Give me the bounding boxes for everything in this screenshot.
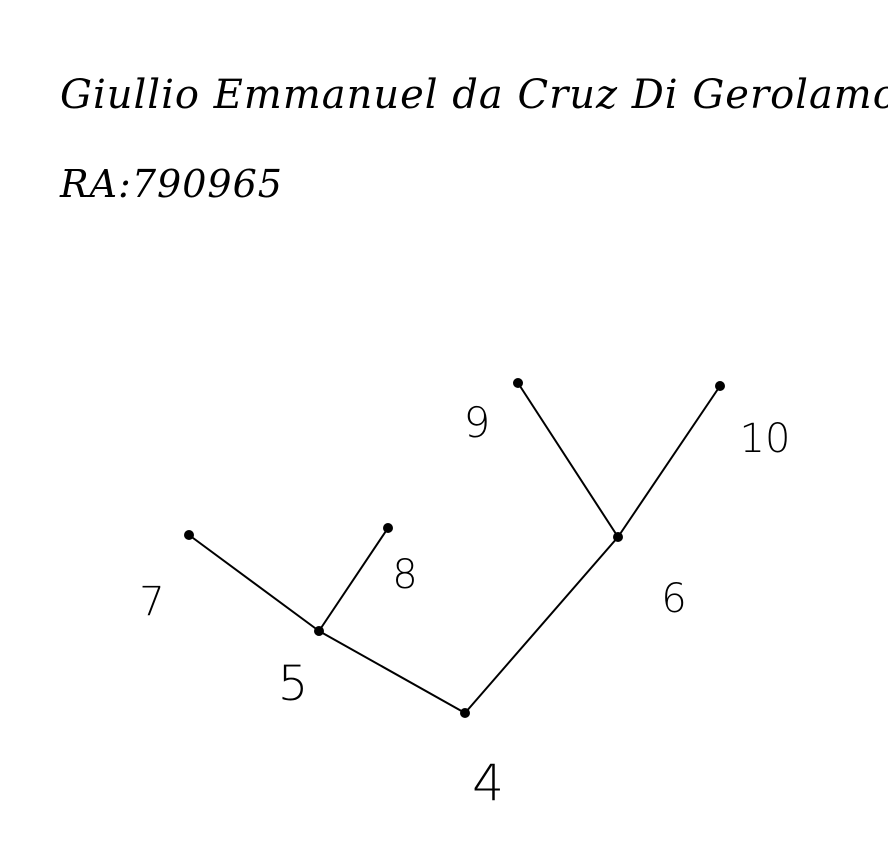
node-dot-5 <box>314 626 324 636</box>
node-dot-4 <box>460 708 470 718</box>
student-id: RA:790965 <box>60 162 283 206</box>
edge-5-8 <box>318 527 389 632</box>
node-label-10: 10 <box>740 416 791 462</box>
edge-5-7 <box>188 534 320 632</box>
edge-4-5 <box>318 630 466 714</box>
edge-4-6 <box>464 536 619 714</box>
node-label-6: 6 <box>661 576 686 622</box>
node-label-7: 7 <box>139 579 164 625</box>
node-dot-6 <box>613 532 623 542</box>
node-dot-8 <box>383 523 393 533</box>
author-name: Giullio Emmanuel da Cruz Di Gerolamo <box>60 72 888 118</box>
node-dot-10 <box>715 381 725 391</box>
edge-6-9 <box>517 382 619 538</box>
node-label-4: 4 <box>472 754 504 812</box>
node-label-5: 5 <box>278 656 309 712</box>
node-dot-7 <box>184 530 194 540</box>
edge-6-10 <box>617 385 721 538</box>
node-dot-9 <box>513 378 523 388</box>
node-label-9: 9 <box>464 398 491 447</box>
node-label-8: 8 <box>392 552 417 598</box>
